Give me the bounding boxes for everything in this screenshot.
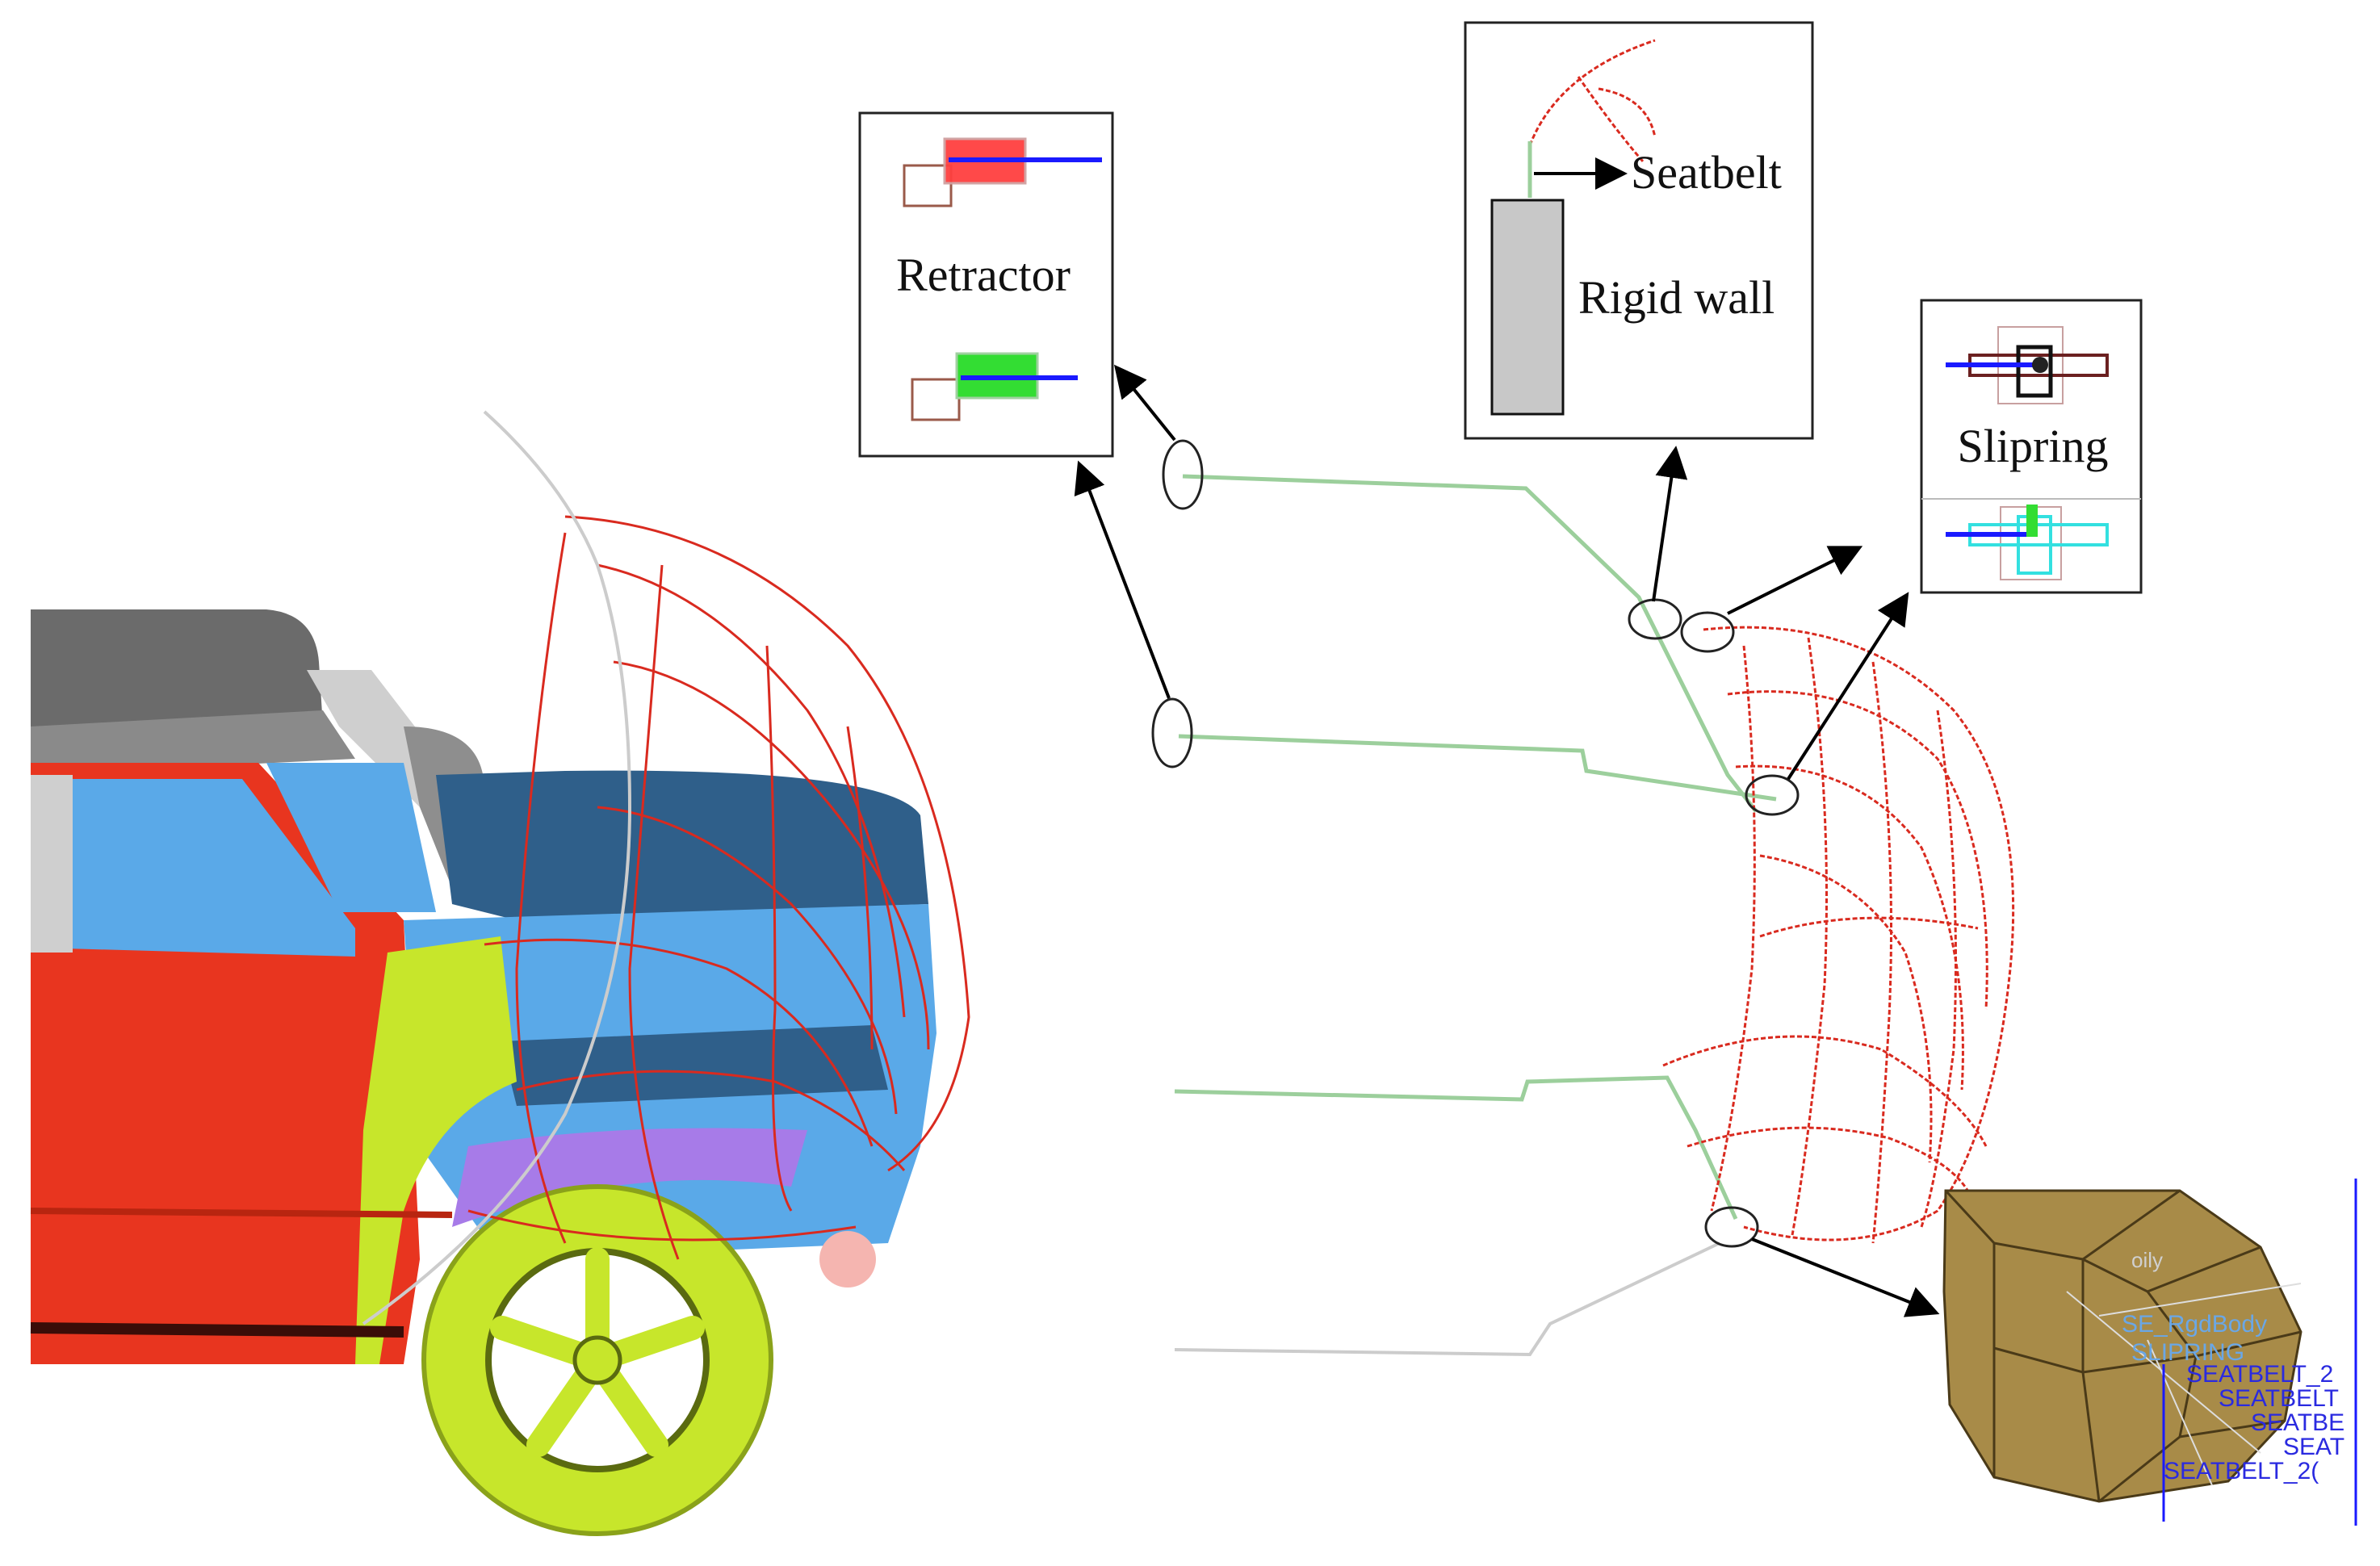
belt-route-bottom	[1174, 1241, 1720, 1357]
slipring-label: Slipring	[1958, 420, 2109, 472]
rigid-body-facets	[1944, 1189, 2302, 1503]
seatbelt-routes	[1174, 474, 1777, 1221]
seatbelt-model-label-3: SEATBE	[2251, 1409, 2344, 1436]
arrow-to-retractor-2	[1074, 460, 1171, 699]
seatbelt-model-label-4: SEAT	[2283, 1434, 2344, 1460]
arrow-to-slipring-1	[1727, 546, 1863, 615]
vehicle-grille-band	[501, 1025, 888, 1106]
belt-route-upper	[1182, 474, 1758, 813]
callout-arrows	[1074, 364, 1940, 1317]
rigid-wall-label: Rigid wall	[1578, 271, 1775, 324]
vehicle-hood	[436, 770, 928, 920]
retractor-callout: Retractor	[858, 111, 1114, 458]
arrow-to-rigid-wall	[1652, 446, 1688, 602]
belt-route-middle	[1178, 734, 1777, 802]
dummy-mesh-right	[1662, 626, 2015, 1244]
vehicle-door-stripe	[30, 1208, 453, 1218]
arrow-to-slipring-2	[1787, 592, 1909, 781]
rigid-wall-block	[1490, 199, 1565, 416]
vehicle-roof-light	[31, 710, 355, 775]
retractor-lower-anchor	[911, 378, 961, 421]
slipring-model-label: SLIPRING	[2131, 1339, 2244, 1366]
rigid-body-oily-label: oily	[2131, 1248, 2163, 1272]
belt-route-lower	[1174, 1075, 1738, 1221]
slipring-lower-green	[2026, 505, 2038, 537]
seatbelt-model-label-2: SEATBELT	[2219, 1385, 2339, 1412]
slipring-upper-node	[2032, 357, 2048, 373]
vehicle-door-stripe	[30, 1322, 404, 1338]
dummy-mesh-left	[467, 515, 970, 1260]
arrow-to-rigid-body	[1751, 1237, 1940, 1317]
vehicle-fender	[355, 936, 517, 1364]
marker-rigid-body	[1704, 1206, 1759, 1248]
marker-retractor-lower	[1151, 697, 1193, 768]
vehicle-hub	[572, 1335, 622, 1385]
marker-retractor-upper	[1162, 439, 1204, 510]
rigid-wall-callout: Seatbelt Rigid wall	[1464, 21, 1814, 440]
retractor-label: Retractor	[896, 249, 1071, 301]
vehicle-model	[30, 609, 936, 1536]
vehicle-door-window	[65, 779, 355, 957]
connection-markers	[1151, 439, 1800, 1248]
slipring-callout: Slipring	[1920, 299, 2143, 594]
marker-slipring-lower	[1745, 774, 1800, 816]
vehicle-windshield	[266, 763, 436, 912]
seatbelt-model-label-1: SEATBELT_2	[2186, 1361, 2333, 1388]
rigid-body-model: oily SE_RgdBody SLIPRING SEATBELT_2 SEAT…	[1942, 1179, 2380, 1534]
rigid-body-label: SE_RgdBody	[2122, 1311, 2267, 1338]
marker-slipring-upper	[1680, 611, 1735, 653]
vehicle-bumper-part	[819, 1231, 876, 1288]
seatbelt-model-label-5: SEATBELT_2(	[2164, 1458, 2319, 1484]
retractor-upper-anchor	[903, 164, 953, 207]
right-edge-mask	[2357, 1179, 2380, 1534]
arrow-to-retractor-1	[1113, 364, 1176, 442]
slipring-upper-core	[2016, 345, 2053, 398]
seatbelt-label: Seatbelt	[1631, 146, 1782, 199]
belt-path-left	[362, 410, 632, 1325]
dummy-sketch	[1528, 39, 1657, 162]
vehicle-door-frame	[31, 775, 73, 953]
rigid-body-shape	[1942, 1189, 2302, 1503]
